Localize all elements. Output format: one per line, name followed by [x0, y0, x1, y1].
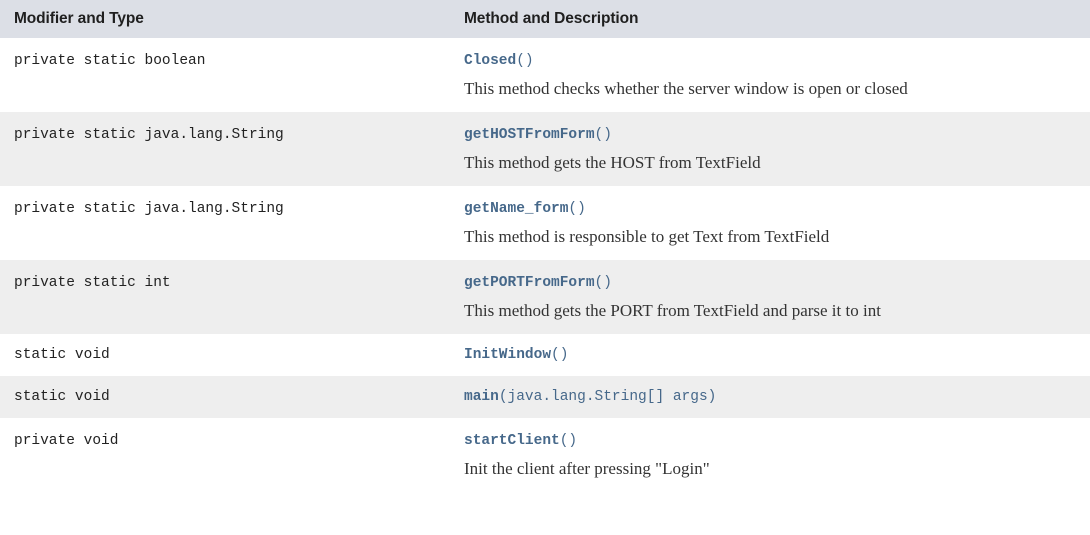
method-modifier-and-type: private static int	[14, 275, 171, 291]
column-header-method-and-description: Method and Description	[464, 10, 639, 27]
method-modifier-and-type: static void	[14, 389, 110, 405]
table-header-row: Modifier and Type Method and Description	[0, 0, 1090, 38]
method-link[interactable]: getPORTFromForm()	[464, 273, 1078, 293]
method-link[interactable]: getHOSTFromForm()	[464, 125, 1078, 145]
table-row: private static boolean Closed() This met…	[0, 38, 1090, 112]
method-summary-table: Modifier and Type Method and Description…	[0, 0, 1090, 492]
method-and-description-cell: getName_form() This method is responsibl…	[459, 186, 1090, 260]
method-modifier-and-type: private static boolean	[14, 53, 206, 69]
method-name: getHOSTFromForm	[464, 127, 595, 143]
method-link[interactable]: startClient()	[464, 431, 1078, 451]
method-and-description-cell: startClient() Init the client after pres…	[459, 418, 1090, 492]
method-description: This method gets the PORT from TextField…	[464, 301, 881, 320]
method-link[interactable]: InitWindow()	[464, 345, 1078, 365]
method-and-description-cell: getPORTFromForm() This method gets the P…	[459, 260, 1090, 334]
method-name: getPORTFromForm	[464, 275, 595, 291]
table-row: static void main(java.lang.String[] args…	[0, 376, 1090, 418]
method-name: getName_form	[464, 201, 569, 217]
method-name: main	[464, 389, 499, 405]
method-description: This method checks whether the server wi…	[464, 79, 908, 98]
method-modifier-and-type: private static java.lang.String	[14, 127, 284, 143]
table-body: private static boolean Closed() This met…	[0, 38, 1090, 492]
table-row: private void startClient() Init the clie…	[0, 418, 1090, 492]
table-row: private static java.lang.String getName_…	[0, 186, 1090, 260]
method-name: InitWindow	[464, 347, 552, 363]
method-link[interactable]: Closed()	[464, 51, 1078, 71]
method-description: This method gets the HOST from TextField	[464, 153, 761, 172]
method-signature-args: ()	[551, 347, 569, 363]
method-modifier-and-type: static void	[14, 347, 110, 363]
method-signature-args: ()	[568, 201, 586, 217]
method-name: Closed	[464, 53, 517, 69]
method-signature-args: ()	[594, 127, 612, 143]
method-signature-args: ()	[594, 275, 612, 291]
method-and-description-cell: Closed() This method checks whether the …	[459, 38, 1090, 112]
table-row: private static java.lang.String getHOSTF…	[0, 112, 1090, 186]
method-description: Init the client after pressing "Login"	[464, 459, 710, 478]
column-header-modifier-and-type: Modifier and Type	[14, 10, 144, 27]
method-description: This method is responsible to get Text f…	[464, 227, 830, 246]
method-and-description-cell: main(java.lang.String[] args)	[459, 376, 1090, 418]
method-and-description-cell: InitWindow()	[459, 334, 1090, 376]
method-signature-args: (java.lang.String[] args)	[498, 389, 717, 405]
method-signature-args: ()	[516, 53, 534, 69]
table-header: Modifier and Type Method and Description	[0, 0, 1090, 38]
method-modifier-and-type: private void	[14, 433, 119, 449]
table-row: static void InitWindow()	[0, 334, 1090, 376]
table-row: private static int getPORTFromForm() Thi…	[0, 260, 1090, 334]
method-modifier-and-type: private static java.lang.String	[14, 201, 284, 217]
method-signature-args: ()	[559, 433, 578, 449]
method-link[interactable]: getName_form()	[464, 199, 1078, 219]
method-link[interactable]: main(java.lang.String[] args)	[464, 387, 1078, 407]
method-name: startClient	[464, 433, 560, 449]
method-and-description-cell: getHOSTFromForm() This method gets the H…	[459, 112, 1090, 186]
